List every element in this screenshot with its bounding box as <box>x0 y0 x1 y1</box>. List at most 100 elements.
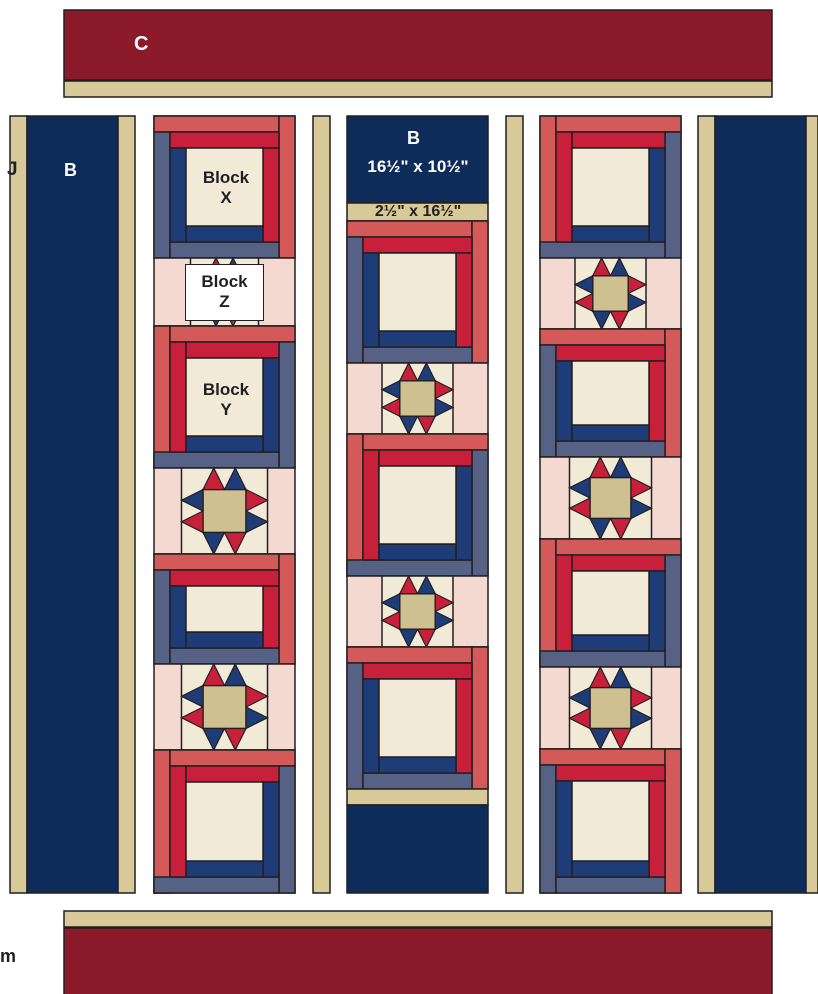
log-c3-3-left <box>540 539 556 667</box>
block-x-bottom <box>170 242 279 258</box>
block-x-inner-bottom <box>186 226 263 242</box>
star-strip-c1-3-star-center <box>203 686 246 729</box>
log-c2-2-inner-top <box>379 450 472 466</box>
log-c3-2-inner-right <box>649 361 665 441</box>
block-y-label: Block Y <box>188 380 264 420</box>
log-c3-4-top <box>540 749 665 765</box>
log-c1-4-inner-left <box>170 766 186 877</box>
block-x-inner-top <box>170 132 279 148</box>
right-panel-b <box>715 116 806 893</box>
block-y-inner-bottom <box>186 436 263 452</box>
log-c2-2-center <box>379 466 456 544</box>
log-c3-4-inner-left <box>556 781 572 877</box>
block-z-label-line1: Block <box>185 272 264 292</box>
log-c3-4-center <box>572 781 649 861</box>
block-y-right <box>279 342 295 468</box>
block-y-inner-right <box>263 358 279 452</box>
sashing-j-left <box>10 116 27 893</box>
log-c2-3-top <box>347 647 472 663</box>
log-c3-2-right <box>665 329 681 457</box>
log-c3-1-inner-left <box>556 132 572 242</box>
star-strip-c1-2-star-center <box>203 490 246 533</box>
log-c2-1-inner-left <box>363 253 379 347</box>
log-c1-3-inner-left <box>170 586 186 648</box>
log-c3-1-right <box>665 132 681 258</box>
log-c3-3-inner-left <box>556 555 572 651</box>
log-c1-4-right <box>279 766 295 893</box>
log-c1-3-bottom <box>170 648 279 664</box>
log-c1-4-inner-right <box>263 782 279 877</box>
log-c1-4-top <box>170 750 295 766</box>
log-c3-4-inner-right <box>649 781 665 877</box>
log-c1-4-inner-bottom <box>186 861 263 877</box>
block-x-right <box>279 116 295 258</box>
sashing-j-label: J <box>7 159 18 181</box>
center-bottom-panel <box>347 805 488 893</box>
log-c1-3-right <box>279 554 295 664</box>
log-c3-3-bottom <box>540 651 665 667</box>
center-top-panel-size: 16½" x 10½" <box>347 157 489 177</box>
center-strip-size: 2½" x 16½" <box>347 203 489 221</box>
log-c3-4-inner-top <box>556 765 665 781</box>
log-c3-3-inner-right <box>649 571 665 651</box>
log-c1-3-left <box>154 570 170 664</box>
top-border-label: C <box>134 33 148 56</box>
log-c2-1-right <box>472 221 488 363</box>
log-c1-3-center <box>186 586 263 632</box>
log-c2-3-left <box>347 663 363 789</box>
log-c2-1-inner-top <box>363 237 472 253</box>
block-y-inner-top <box>186 342 279 358</box>
log-c3-4-inner-bottom <box>572 861 649 877</box>
log-c2-3-inner-left <box>363 679 379 773</box>
star-strip-c2-2-star-center <box>400 594 436 630</box>
log-c3-3-right <box>665 555 681 667</box>
log-c3-3-inner-top <box>572 555 665 571</box>
log-c2-2-right <box>472 450 488 576</box>
block-y-label-line2: Y <box>188 400 264 420</box>
log-c3-1-center <box>572 148 649 226</box>
block-y-label-line1: Block <box>188 380 264 400</box>
block-z-label: Block Z <box>185 272 264 312</box>
log-c2-1-inner-bottom <box>379 331 456 347</box>
sashing-left-inner <box>118 116 135 893</box>
star-strip-c3-3-star-center <box>590 688 631 729</box>
log-c2-3-center <box>379 679 456 757</box>
log-c3-4-right <box>665 749 681 893</box>
log-c3-2-inner-bottom <box>572 425 649 441</box>
block-y-inner-left <box>170 342 186 452</box>
block-x-left <box>154 132 170 258</box>
log-c3-4-left <box>540 765 556 893</box>
block-x-label: Block X <box>188 168 264 208</box>
log-c3-1-left <box>540 116 556 258</box>
log-c2-2-inner-bottom <box>379 544 456 560</box>
bottom-border <box>64 928 772 994</box>
block-y-bottom <box>154 452 279 468</box>
block-z-label-line2: Z <box>185 292 264 312</box>
top-border-tan-strip <box>64 81 772 97</box>
log-c1-3-inner-bottom <box>186 632 263 648</box>
block-x-label-line1: Block <box>188 168 264 188</box>
log-c3-2-inner-top <box>556 345 665 361</box>
sashing-1 <box>313 116 330 893</box>
left-panel-label: B <box>64 160 77 181</box>
log-c3-1-inner-top <box>572 132 665 148</box>
star-strip-c3-1-star-center <box>593 276 629 312</box>
sashing-right-outer <box>806 116 818 893</box>
left-panel-b <box>27 116 118 893</box>
log-c1-4-left <box>154 750 170 893</box>
bottom-left-partial-label: m <box>0 946 16 967</box>
log-c3-2-left <box>540 345 556 457</box>
block-y-left <box>154 326 170 468</box>
log-c3-3-inner-bottom <box>572 635 649 651</box>
log-c2-2-left <box>347 434 363 576</box>
log-c2-2-top <box>363 434 488 450</box>
sashing-2 <box>506 116 523 893</box>
log-c2-1-center <box>379 253 456 331</box>
block-x-top <box>154 116 279 132</box>
log-c2-1-left <box>347 237 363 363</box>
block-x-label-line2: X <box>188 188 264 208</box>
log-c1-3-top <box>154 554 279 570</box>
log-c1-4-center <box>186 782 263 861</box>
star-strip-c2-1-star-center <box>400 381 436 417</box>
